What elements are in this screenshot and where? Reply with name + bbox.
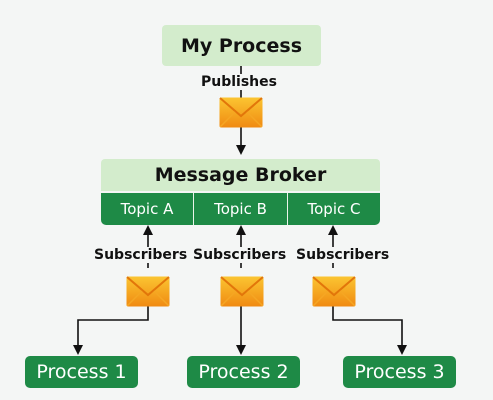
process-1-label: Process 1 [36, 361, 127, 383]
process-2-node: Process 2 [187, 356, 300, 388]
subscribers-label-c: Subscribers [294, 247, 392, 263]
envelope-icon [220, 276, 264, 307]
envelope-icon [126, 276, 170, 307]
process-3-node: Process 3 [343, 356, 456, 388]
topic-b: Topic B [194, 193, 287, 225]
topic-a: Topic A [101, 193, 193, 225]
subscribe-connector-1 [73, 306, 149, 355]
envelope-icon [219, 97, 263, 128]
process-3-label: Process 3 [354, 361, 445, 383]
topic-divider [287, 193, 288, 225]
subscribers-label-b: Subscribers [191, 247, 289, 263]
topics-row: Topic A Topic B Topic C [101, 193, 380, 225]
process-2-label: Process 2 [198, 361, 289, 383]
my-process-node: My Process [162, 25, 321, 66]
message-broker-label: Message Broker [154, 164, 327, 186]
topic-c: Topic C [288, 193, 380, 225]
process-1-node: Process 1 [25, 356, 138, 388]
message-broker-node: Message Broker [101, 159, 380, 191]
subscribers-label-a: Subscribers [92, 247, 190, 263]
topic-divider [193, 193, 194, 225]
my-process-label: My Process [180, 34, 303, 57]
publishes-label: Publishes [199, 74, 279, 90]
envelope-icon [312, 276, 356, 307]
topic-c-label: Topic C [307, 200, 361, 218]
topic-b-label: Topic B [214, 200, 267, 218]
topic-a-label: Topic A [120, 200, 174, 218]
subscribe-connector-3 [332, 306, 407, 355]
